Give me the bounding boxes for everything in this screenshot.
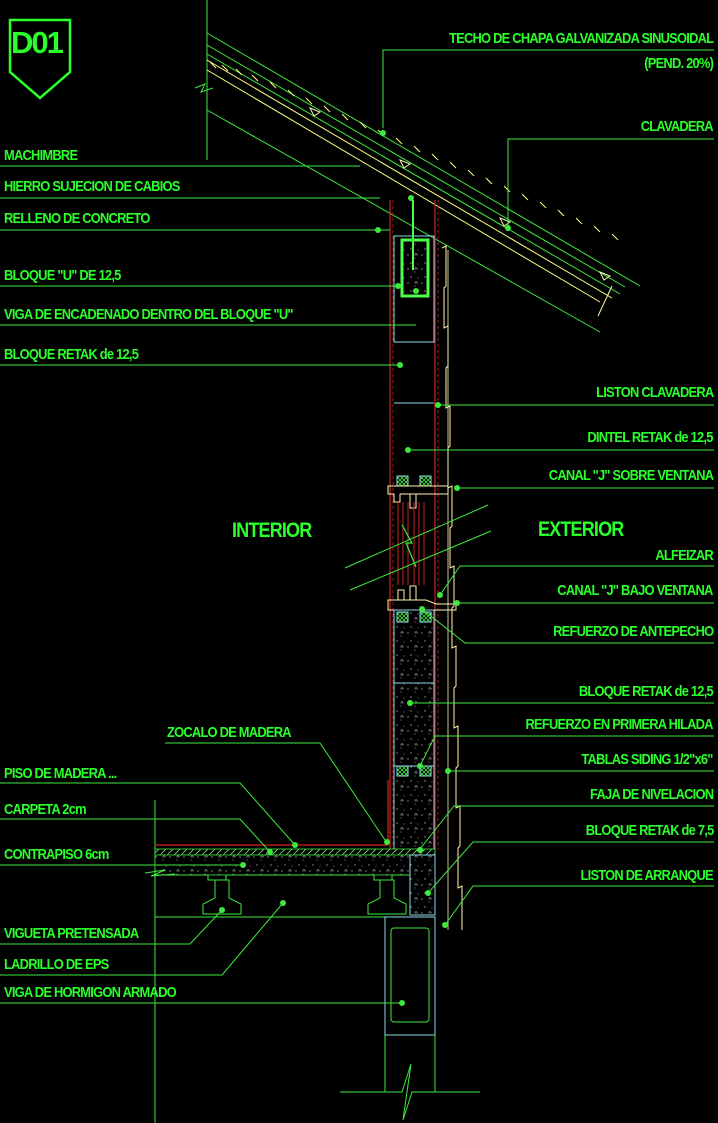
label-liston-arranque: LISTON DE ARRANQUE (580, 867, 714, 884)
detail-tag-id: D01 (11, 25, 64, 60)
zone-interior: INTERIOR (232, 519, 312, 542)
label-liston-clavadera: LISTON CLAVADERA (595, 384, 714, 401)
label-canal-j-bajo: CANAL "J" BAJO VENTANA (557, 582, 714, 599)
label-bloque-retak-125: BLOQUE RETAK de 12,5 (578, 683, 714, 700)
label-faja-nivelacion: FAJA DE NIVELACION (589, 786, 714, 803)
roof-assembly (194, 0, 641, 333)
leader-dots (219, 130, 511, 1006)
label-viga-encadenado: VIGA DE ENCADENADO DENTRO DEL BLOQUE "U" (4, 306, 294, 323)
floor-assembly (144, 780, 480, 1123)
label-relleno-concreto: RELLENO DE CONCRETO (4, 210, 150, 227)
window-break (344, 504, 492, 591)
leader-lines (0, 49, 714, 1004)
label-clavadera: CLAVADERA (640, 118, 714, 135)
label-viga-hormigon: VIGA DE HORMIGON ARMADO (4, 984, 177, 1001)
label-piso-madera: PISO DE MADERA ... (4, 765, 117, 782)
label-carpeta: CARPETA 2cm (4, 801, 87, 818)
label-ladrillo-eps: LADRILLO DE EPS (4, 956, 109, 973)
label-techo-chapa: TECHO DE CHAPA GALVANIZADA SINUSOIDAL (448, 30, 714, 47)
zone-exterior: EXTERIOR (538, 518, 624, 541)
label-pendiente: (PEND. 20%) (644, 55, 714, 72)
wall-assembly (387, 200, 463, 930)
label-refuerzo-primera-hilada: REFUERZO EN PRIMERA HILADA (525, 716, 714, 733)
label-bloque-retak-75: BLOQUE RETAK de 7,5 (585, 822, 713, 839)
label-refuerzo-antepecho: REFUERZO DE ANTEPECHO (552, 623, 714, 640)
label-zocalo: ZOCALO DE MADERA (167, 724, 292, 741)
label-canal-j-sobre: CANAL "J" SOBRE VENTANA (548, 467, 713, 484)
label-hierro-sujecion: HIERRO SUJECION DE CABIOS (4, 178, 180, 195)
label-bloque-retak-top: BLOQUE RETAK de 12,5 (4, 346, 139, 363)
label-dintel-retak: DINTEL RETAK de 12,5 (587, 429, 714, 446)
label-machimbre: MACHIMBRE (4, 147, 78, 164)
label-tablas-siding: TABLAS SIDING 1/2"x6" (581, 751, 714, 768)
label-alfeizar: ALFEIZAR (655, 547, 713, 564)
label-contrapiso: CONTRAPISO 6cm (4, 846, 109, 863)
detail-tag-shape (8, 18, 72, 100)
label-bloque-u: BLOQUE "U" DE 12,5 (4, 267, 121, 284)
label-vigueta: VIGUETA PRETENSADA (4, 925, 139, 942)
